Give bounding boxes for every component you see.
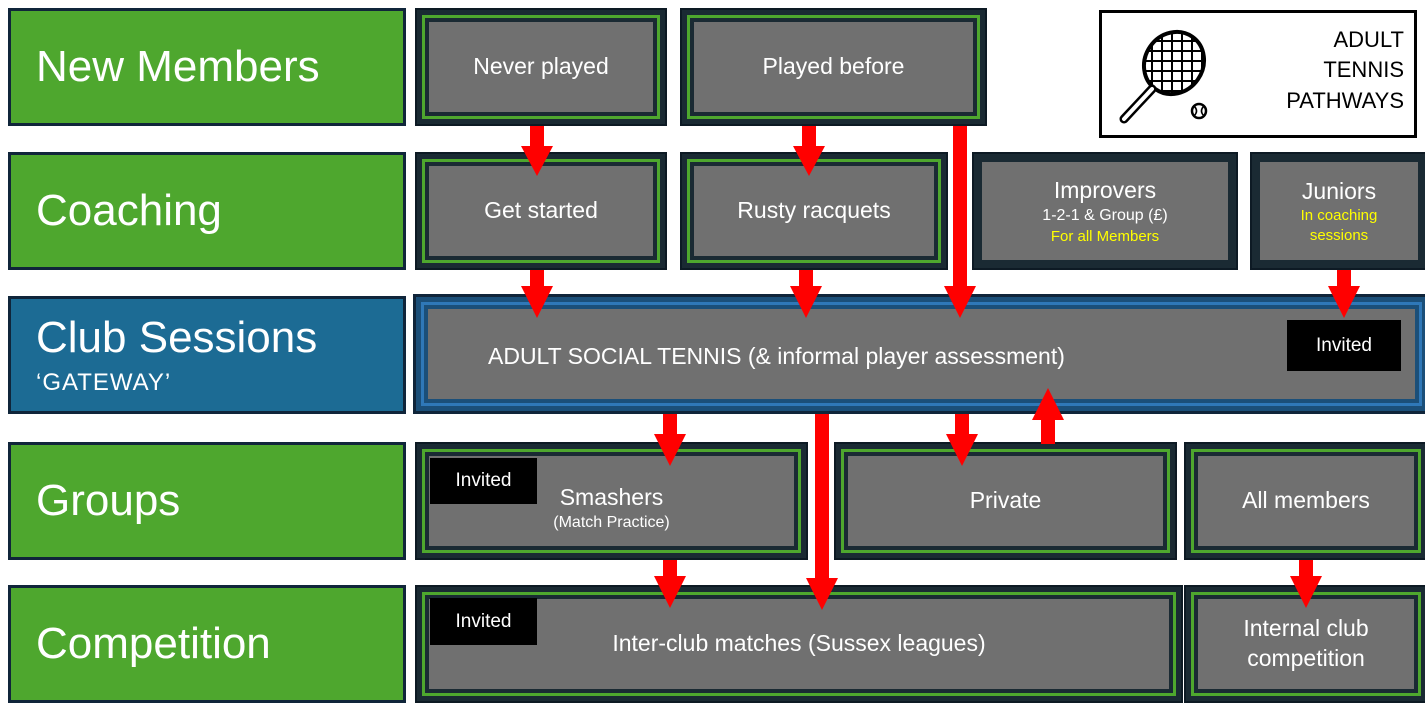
arrow-down — [946, 414, 978, 466]
arrow-down — [1328, 270, 1360, 318]
arrow-down-long — [944, 126, 976, 318]
invited-tag: Invited — [430, 598, 537, 645]
box-note: For all Members — [1050, 227, 1160, 245]
row-label-text: Club Sessions — [36, 313, 318, 362]
row-label-text: New Members — [36, 42, 320, 91]
box-private: Private — [834, 442, 1177, 560]
arrow-down — [521, 270, 553, 318]
logo-line-1: ADULT — [1333, 27, 1405, 52]
box-text: competition — [1247, 645, 1365, 671]
tennis-racquet-and-ball-icon — [1119, 21, 1212, 124]
box-all-members: All members — [1184, 442, 1425, 560]
box-text: Played before — [762, 53, 905, 80]
adult-tennis-pathways-logo: ADULT TENNIS PATHWAYS — [1099, 10, 1417, 138]
invited-tag: Invited — [1287, 320, 1401, 371]
box-title: Improvers — [1053, 176, 1157, 203]
box-get-started: Get started — [415, 152, 667, 270]
box-text: Rusty racquets — [737, 197, 891, 224]
box-rusty-racquets: Rusty racquets — [680, 152, 948, 270]
logo-line-2: TENNIS — [1323, 57, 1404, 83]
box-adult-social-tennis: ADULT SOCIAL TENNIS (& informal player a… — [413, 294, 1425, 414]
row-label-subtext: ‘GATEWAY’ — [36, 369, 172, 396]
arrow-down-long — [806, 414, 838, 610]
row-label-text: Groups — [36, 476, 181, 525]
arrow-down — [1290, 560, 1322, 608]
box-title: Juniors — [1301, 177, 1377, 204]
row-label-text: Coaching — [36, 186, 222, 235]
row-label-club-sessions: Club Sessions ‘GATEWAY’ — [8, 296, 406, 414]
row-label-new-members: New Members — [8, 8, 406, 126]
box-played-before: Played before — [680, 8, 987, 126]
arrow-down — [521, 126, 553, 176]
box-text: All members — [1242, 487, 1370, 514]
row-label-competition: Competition — [8, 585, 406, 703]
box-note: sessions — [1309, 226, 1369, 244]
box-text: Inter-club matches (Sussex leagues) — [612, 630, 986, 657]
box-inter-club-matches: Inter-club matches (Sussex leagues) — [415, 585, 1183, 703]
box-text: Private — [969, 487, 1042, 514]
invited-tag: Invited — [430, 458, 537, 504]
box-never-played: Never played — [415, 8, 667, 126]
row-label-coaching: Coaching — [8, 152, 406, 270]
box-subtext: 1-2-1 & Group (£) — [1042, 206, 1168, 224]
logo-line-3: PATHWAYS — [1286, 87, 1404, 113]
box-subtext: (Match Practice) — [553, 513, 670, 531]
arrow-down — [654, 414, 686, 466]
box-note: In coaching — [1300, 207, 1378, 225]
box-improvers: Improvers 1-2-1 & Group (£) For all Memb… — [972, 152, 1238, 270]
box-juniors: Juniors In coaching sessions — [1250, 152, 1425, 270]
box-title: Smashers — [559, 483, 664, 510]
arrow-down — [790, 270, 822, 318]
arrow-down — [654, 560, 686, 608]
box-text: Get started — [484, 197, 598, 224]
box-text: Internal club — [1243, 615, 1369, 642]
arrow-down — [793, 126, 825, 176]
box-text: Never played — [473, 53, 609, 80]
row-label-groups: Groups — [8, 442, 406, 560]
box-text: ADULT SOCIAL TENNIS (& informal player a… — [488, 343, 1065, 370]
row-label-text: Competition — [36, 619, 271, 668]
arrow-up — [1032, 388, 1064, 444]
